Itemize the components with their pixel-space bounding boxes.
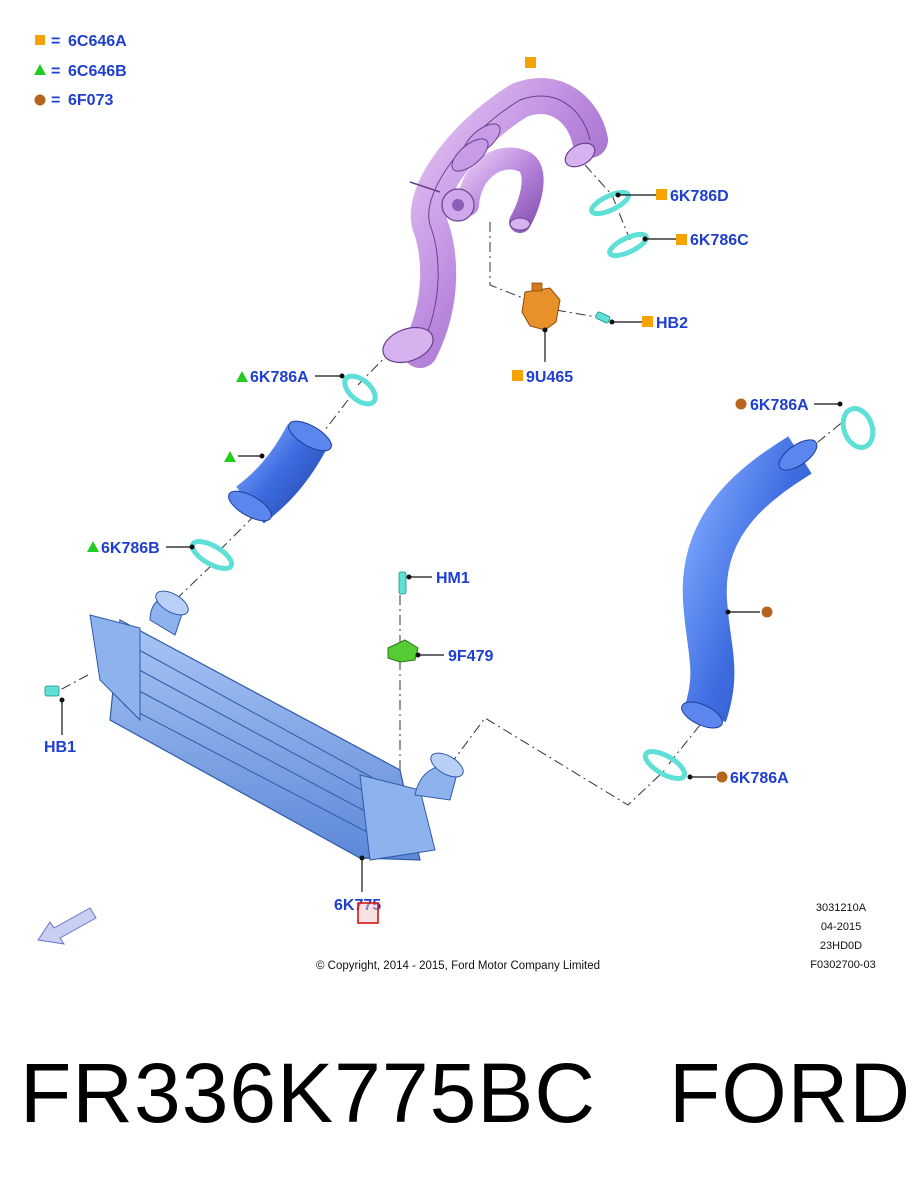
legend: = 6C646A = 6C646B = 6F073 [34, 33, 127, 109]
label-6k786a-bottom: 6K786A [730, 770, 789, 787]
hb1-bolt [44, 685, 60, 697]
legend-code-2: 6C646B [68, 63, 127, 80]
clamp-a-bottom-circle-icon [716, 771, 728, 783]
legend-sep-3: = [51, 92, 60, 109]
legend-sep-1: = [51, 33, 60, 50]
clamp-a-top-right-circle-icon [735, 398, 747, 410]
long-hose-circle-icon [761, 606, 773, 618]
parts-diagram: = 6C646A = 6C646B = 6F073 [34, 33, 876, 972]
label-hb1: HB1 [44, 739, 76, 756]
label-9u465: 9U465 [526, 369, 573, 386]
part-number: FR336K775BC [20, 1046, 596, 1140]
hm1-bolt [398, 571, 407, 595]
brand-name: FORD [669, 1046, 911, 1140]
label-6k786b: 6K786B [101, 540, 160, 557]
meta-line-3: 23HD0D [820, 940, 862, 952]
legend-code-3: 6F073 [68, 92, 113, 109]
leaders [59, 57, 843, 892]
drawing-meta: 3031210A 04-2015 23HD0D F0302700-03 [810, 902, 875, 971]
label-6k786a-top-right: 6K786A [750, 397, 809, 414]
callout-labels: 6K786D 6K786C HB2 9U465 6K786A 6K786B 6K… [44, 188, 809, 924]
intercooler [89, 590, 464, 861]
upper-pipe-assembly [382, 78, 608, 368]
label-hb2: HB2 [656, 315, 688, 332]
long-blue-hose [681, 436, 818, 729]
clamp-c-square-icon [676, 234, 687, 245]
boost-valve [521, 282, 561, 331]
clamps [44, 189, 876, 781]
legend-sep-2: = [51, 63, 60, 80]
hose-triangle-icon [224, 451, 236, 462]
clamp-d-square-icon [656, 189, 667, 200]
clamp-a-left-triangle-icon [236, 371, 248, 382]
copyright-text: © Copyright, 2014 - 2015, Ford Motor Com… [316, 960, 600, 972]
short-blue-hose [228, 420, 332, 524]
hb2-square-icon [642, 316, 653, 327]
label-6k786a-left: 6K786A [250, 369, 309, 386]
hb2-bolt [595, 311, 611, 324]
meta-line-2: 04-2015 [821, 921, 861, 933]
legend-code-1: 6C646A [68, 33, 127, 50]
legend-square-icon [35, 35, 45, 45]
highlight-box [357, 902, 379, 924]
label-hm1: HM1 [436, 570, 470, 587]
legend-triangle-icon [34, 64, 46, 75]
clamp-b-triangle-icon [87, 541, 99, 552]
part-number-footer: FR336K775BC FORD [20, 1045, 911, 1142]
legend-circle-icon [34, 94, 46, 106]
label-9f479: 9F479 [448, 648, 493, 665]
meta-line-4: F0302700-03 [810, 959, 875, 971]
label-6k786d: 6K786D [670, 188, 729, 205]
direction-arrow-icon [37, 907, 97, 945]
meta-line-1: 3031210A [816, 902, 867, 914]
label-6k786c: 6K786C [690, 232, 749, 249]
valve-square-icon [512, 370, 523, 381]
part-marker-square-icon [525, 57, 536, 68]
bracket [387, 639, 419, 663]
